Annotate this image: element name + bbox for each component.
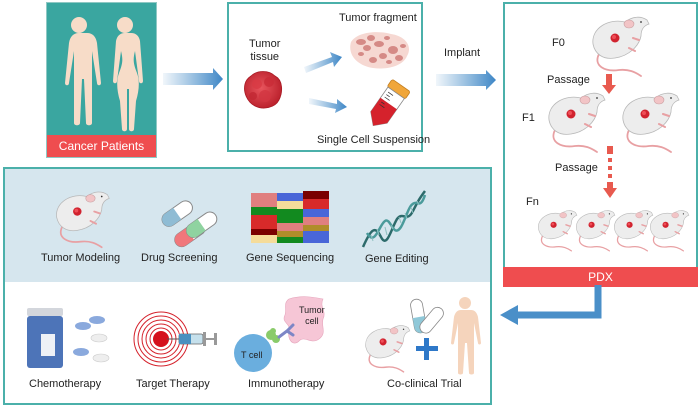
co-clinical-capsules-icon [410, 298, 444, 334]
tumor-cell-line1: Tumor [299, 305, 325, 315]
generation-f0-label: F0 [552, 37, 565, 49]
arrow-to-fragment-icon [304, 52, 342, 73]
cancer-patients-panel: Cancer Patients [46, 2, 157, 158]
tumor-fragment-label: Tumor fragment [339, 12, 417, 24]
drug-screening-label: Drug Screening [141, 252, 218, 264]
t-cell-label: T cell [241, 350, 263, 360]
passage-label-1: Passage [547, 74, 590, 86]
mouse-f1a-icon [547, 92, 606, 153]
tumor-tissue-line2: tissue [250, 51, 280, 63]
tumor-modeling-mouse-icon [55, 191, 111, 249]
arrow-to-suspension-icon [309, 98, 347, 113]
target-therapy-label: Target Therapy [136, 378, 210, 390]
implant-arrow-icon [436, 70, 496, 90]
generation-f1-label: F1 [522, 112, 535, 124]
passage-arrow-icon [602, 74, 616, 94]
immunotherapy-label: Immunotherapy [248, 378, 325, 390]
passage-label-2: Passage [555, 162, 598, 174]
co-clinical-trial-label: Co-clinical Trial [387, 378, 462, 390]
tumor-fragment-icon [350, 32, 410, 69]
chemotherapy-pill-bottle-icon [27, 308, 110, 368]
single-cell-suspension-label: Single Cell Suspension [317, 134, 431, 146]
human-figure-icon [451, 297, 481, 375]
tumor-tissue-line1: Tumor [249, 38, 281, 50]
tumor-cell-label: Tumor cell [299, 305, 325, 327]
return-arrow-icon [500, 285, 602, 325]
human-figures-icon [65, 17, 143, 132]
cancer-patients-label: Cancer Patients [47, 135, 156, 157]
mouse-f0-icon [591, 16, 650, 77]
tumor-tissue-icon [244, 71, 283, 109]
pdx-label: PDX [503, 267, 698, 287]
target-therapy-icon [133, 311, 217, 367]
co-clinical-mouse-icon [364, 324, 411, 373]
implant-label: Implant [444, 47, 481, 59]
tumor-processing-panel: Tumor tissue Tumor fragment [227, 2, 430, 152]
immunotherapy-icon [234, 296, 325, 372]
mouse-fn4-icon [649, 209, 690, 252]
drug-screening-capsules-icon [161, 200, 218, 248]
gene-sequencing-blocks-icon [251, 191, 329, 243]
plus-icon [416, 338, 438, 360]
tumor-cell-line2: cell [305, 316, 319, 326]
generation-fn-label: Fn [526, 196, 539, 208]
gene-editing-label: Gene Editing [365, 253, 429, 265]
passage-arrow-dotted-icon [603, 146, 617, 198]
pdx-panel: F0 Passage F1 Passage Fn PDX [503, 2, 698, 287]
gene-sequencing-label: Gene Sequencing [246, 252, 335, 264]
chemotherapy-label: Chemotherapy [29, 378, 102, 390]
tumor-modeling-label: Tumor Modeling [41, 252, 121, 264]
gene-editing-dna-icon [361, 190, 427, 248]
mouse-f1b-icon [621, 92, 680, 153]
tumor-tissue-label: Tumor tissue [249, 38, 280, 64]
applications-panel: Tumor Modeling Drug Screening [3, 167, 492, 405]
flow-arrow-icon [163, 68, 223, 90]
single-cell-tube-icon [370, 79, 410, 127]
